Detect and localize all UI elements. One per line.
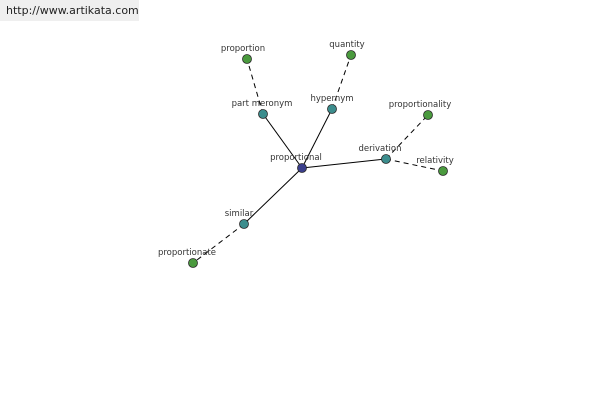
node-part-meronym[interactable] (258, 109, 268, 119)
node-relativity[interactable] (438, 166, 448, 176)
edge-proportional-to-hypernym (301, 108, 333, 169)
node-similar[interactable] (239, 219, 249, 229)
node-label-proportional[interactable]: proportional (270, 153, 322, 163)
node-label-hypernym[interactable]: hypernym (310, 94, 353, 104)
node-label-proportion[interactable]: proportion (221, 44, 265, 54)
node-proportionality[interactable] (423, 110, 433, 120)
edge-hypernym-to-quantity (331, 54, 352, 110)
nodes-layer (188, 50, 448, 268)
node-derivation[interactable] (381, 154, 391, 164)
edge-derivation-to-proportionality (385, 114, 429, 160)
edge-proportional-to-part-meronym (262, 113, 303, 169)
edge-similar-to-proportionate (192, 223, 245, 264)
edge-proportional-to-similar (243, 167, 303, 225)
node-hypernym[interactable] (327, 104, 337, 114)
node-proportionate[interactable] (188, 258, 198, 268)
node-label-proportionality[interactable]: proportionality (389, 100, 452, 110)
edge-proportional-to-derivation (301, 158, 387, 169)
node-label-similar[interactable]: similar (225, 209, 254, 219)
node-label-derivation[interactable]: derivation (358, 144, 401, 154)
node-quantity[interactable] (346, 50, 356, 60)
node-proportion[interactable] (242, 54, 252, 64)
labels-layer: proportional part meronym hypernym derivati… (158, 40, 454, 258)
edge-part-meronym-to-proportion (246, 58, 264, 115)
node-label-quantity[interactable]: quantity (329, 40, 364, 50)
edges-layer (192, 54, 444, 264)
node-proportional[interactable] (297, 163, 307, 173)
node-label-part-meronym[interactable]: part meronym (232, 99, 293, 109)
site-url-banner[interactable]: http://www.artikata.com (0, 0, 139, 21)
edge-derivation-to-relativity (385, 158, 444, 172)
node-label-proportionate[interactable]: proportionate (158, 248, 216, 258)
node-label-relativity[interactable]: relativity (416, 156, 454, 166)
